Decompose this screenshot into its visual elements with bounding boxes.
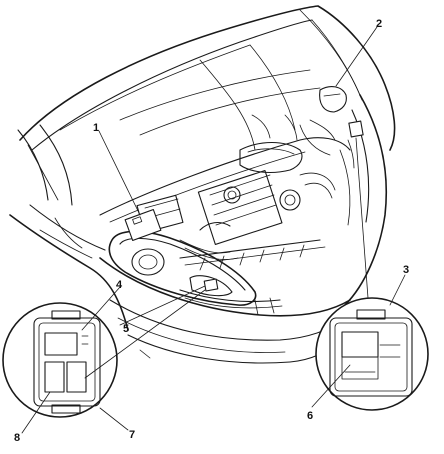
callout-1: 1: [93, 122, 99, 134]
right-connector-detail: [315, 297, 429, 411]
left-connector-detail: [2, 302, 118, 418]
connector-location-left: [203, 278, 219, 292]
callout-5: 5: [123, 323, 129, 335]
callout-2: 2: [376, 18, 382, 30]
engine-compartment: [99, 86, 364, 292]
leader-lines: [21, 26, 406, 434]
callout-4: 4: [116, 279, 123, 291]
callout-7: 7: [129, 429, 135, 441]
callout-8: 8: [14, 432, 20, 444]
callout-labels: 1 2 3 4 5 6 7 8: [14, 18, 409, 444]
connector-location-right: [348, 120, 364, 138]
headlight-assembly: [108, 230, 257, 306]
callout-6: 6: [307, 410, 313, 422]
callout-3: 3: [403, 264, 409, 276]
